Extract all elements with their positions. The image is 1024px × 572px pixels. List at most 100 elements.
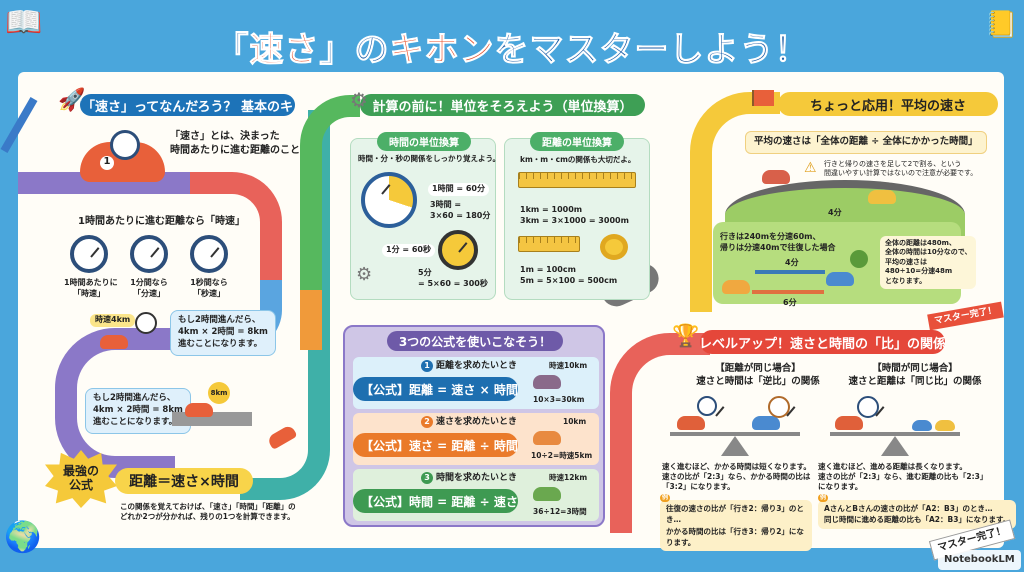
formula-pill: 【公式】時間 = 距離 ÷ 速さ [353, 489, 518, 513]
go-arrow [755, 270, 825, 274]
back-arrow [752, 290, 824, 294]
clock-icon [857, 396, 879, 418]
distance-sign: 8km [208, 382, 230, 404]
car-icon [762, 170, 790, 184]
flag-icon [752, 90, 774, 106]
trophy-icon: 🏆 [672, 324, 700, 349]
clock-label: 1秒間なら「秒速」 [190, 278, 228, 298]
rocket-icon: 🚀 [58, 88, 86, 113]
car-icon [677, 416, 705, 430]
section5-header: レベルアップ！速さと時間の「比」の関係 [699, 330, 946, 354]
seesaw-base [721, 436, 749, 456]
example-top: 時速12km [549, 473, 588, 482]
ruler-icon [518, 236, 580, 252]
distance-conversion-header: 距離の単位換算 [530, 132, 624, 151]
section3-header: 3つの公式を使いこなそう！ [387, 331, 563, 351]
clock-label: 1時間あたりに「時速」 [64, 278, 118, 298]
road-orange [300, 290, 322, 350]
same-ratio-body: 速く進むほど、進める距離は長くなります。速さの比が「2:3」なら、進む距離の比も… [818, 462, 988, 492]
example-label: 例 [660, 494, 671, 503]
example-top: 10km [563, 417, 587, 426]
section4-header: ちょっと応用！平均の速さ [778, 92, 998, 116]
gear-icon: ⚙ [356, 264, 373, 285]
time-eq: 1時間 = 60分 [428, 183, 489, 196]
tape-measure-icon [600, 234, 628, 260]
distance-conversion-panel [504, 138, 650, 300]
car-icon [826, 272, 854, 286]
time-eq: 3時間 =3×60 = 180分 [430, 200, 491, 220]
seesaw-base [881, 436, 909, 456]
car-icon [722, 280, 750, 294]
clock-hour-icon [70, 235, 108, 273]
stopwatch-icon [135, 312, 157, 334]
time-eq: 1分 = 60秒 [382, 244, 435, 257]
time-eq: 5分= 5×60 = 300秒 [418, 268, 488, 288]
speed-definition: 「速さ」とは、決まった時間あたりに進む距離のこと [170, 131, 300, 156]
car-icon [835, 416, 863, 430]
section1-header: 「速さ」ってなんだろう？ 基本のキ [80, 94, 295, 116]
same-ratio-example: AさんとBさんの速さの比が「A2：B3」のとき…同じ時間に進める距離の比も「A2… [818, 500, 1017, 529]
gear-icon: ⚙ [350, 88, 368, 112]
jisoku-caption: 1時間あたりに進む距離なら「時速」 [78, 216, 245, 227]
time-conversion-header: 時間の単位換算 [377, 132, 471, 151]
example-top: 時速10km [549, 361, 588, 370]
car-icon [935, 420, 955, 431]
ruler-icon [518, 172, 636, 188]
go-time: 4分 [785, 258, 799, 267]
example-bottom: 10×3=30km [533, 395, 585, 404]
example-label: 例 [818, 494, 829, 503]
back-time: 6分 [783, 298, 797, 307]
formula-note: この関係を覚えておけば、「速さ」「時間」「距離」のどれか2つが分かれば、残りの1… [120, 502, 296, 522]
clock-minute-icon [130, 235, 168, 273]
clock-second-icon [190, 235, 228, 273]
notebooklm-badge: NotebookLM [938, 550, 1021, 570]
car-icon [533, 375, 561, 389]
seesaw [670, 432, 800, 436]
globe-icon: 🌍 [4, 520, 42, 555]
warning-icon: ⚠ [804, 160, 817, 176]
seesaw [830, 432, 960, 436]
warning-text: 行きと帰りの速さを足して2で割る、という間違いやすい計算ではないので注意が必要で… [824, 160, 978, 178]
mascot-car-icon: 1 [80, 130, 165, 182]
clock-icon [768, 396, 790, 418]
clock-icon [361, 172, 417, 228]
tree-icon [850, 250, 868, 268]
example-bottom: 10÷2=時速5km [531, 451, 593, 460]
time-intro: 時間・分・秒の関係をしっかり覚えよう。 [358, 154, 501, 163]
book-icon: 📖 [5, 5, 43, 40]
main-formula: 距離＝速さ×時間 [115, 468, 253, 494]
car-icon [533, 431, 561, 445]
hill-time-label: 4分 [828, 208, 842, 217]
same-ratio-heading: 【時間が同じ場合】速さと距離は「同じ比」の関係 [848, 363, 982, 387]
clock-label: 1分間なら「分速」 [130, 278, 168, 298]
car-icon [100, 335, 128, 349]
trip-case: 行きは240mを分速60m、帰りは分速40mで往復した場合 [720, 232, 836, 252]
inverse-body: 速く進むほど、かかる時間は短くなります。速さの比が「2:3」なら、かかる時間の比… [662, 462, 811, 492]
notebook-icon: 📒 [985, 10, 1018, 40]
car-icon [752, 416, 780, 430]
strongest-formula-label: 最強の公式 [62, 464, 99, 493]
inverse-heading: 【距離が同じ場合】速さと時間は「逆比」の関係 [696, 363, 820, 387]
car-icon [912, 420, 932, 431]
section2-header: 計算の前に！単位をそろえよう（単位換算） [360, 94, 645, 116]
car-icon [185, 403, 213, 417]
inverse-example: 往復の速さの比が「行き2：帰り3」のとき…かかる時間の比は「行き3：帰り2」にな… [660, 500, 812, 551]
formula-pill: 【公式】速さ = 距離 ÷ 時間 [353, 433, 518, 457]
car-icon [533, 487, 561, 501]
distance-intro: km・m・cmの関係も大切だよ。 [520, 155, 636, 164]
formula-pill: 【公式】距離 = 速さ × 時間 [353, 377, 518, 401]
page-title: 「速さ」のキホンをマスターしよう！ [214, 30, 810, 71]
stopwatch-icon [697, 396, 717, 416]
